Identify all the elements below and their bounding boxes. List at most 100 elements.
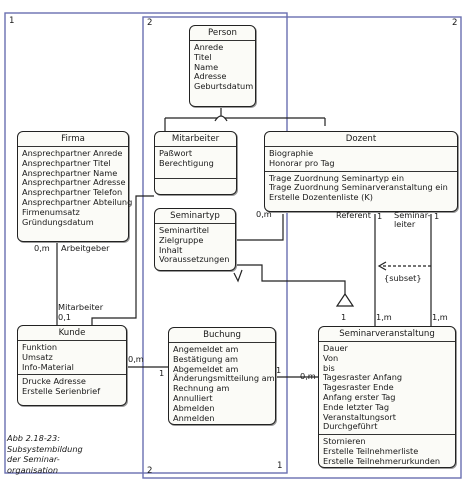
attribute: Biographie <box>269 148 314 158</box>
subsystem-marker: 1 <box>277 461 283 471</box>
firma-multiplicity: 0,m <box>34 243 50 253</box>
attribute: Seminartitel <box>159 225 210 235</box>
attribute: Ansprechpartner Adresse <box>22 177 126 188</box>
attribute: Rechnung am <box>173 383 230 394</box>
seminarleiter-multiplicity: 1 <box>434 211 440 221</box>
attribute: Ende letzter Tag <box>323 401 390 412</box>
attribute: Bestätigung am <box>173 353 239 364</box>
class-title: Person <box>190 26 255 41</box>
attribute: Ansprechpartner Titel <box>22 157 111 168</box>
attributes: Funktion Umsatz Info-Material <box>18 341 126 376</box>
seminartyp-dozent-assoc <box>234 214 284 241</box>
seminartyp-multiplicity: 0,m <box>256 209 272 219</box>
subsystem-marker: 2 <box>147 466 153 476</box>
class-dozent: Dozent Biographie Honorar pro Tag Trage … <box>264 131 458 212</box>
attribute: Name <box>194 61 219 72</box>
attribute: Änderungsmitteilung am <box>173 373 275 384</box>
subsystem-marker: 2 <box>147 18 153 28</box>
attribute: Honorar pro Tag <box>269 157 335 168</box>
operations: Stornieren Erstelle Teilnehmerliste Erst… <box>319 435 455 468</box>
attribute: Anmelden <box>173 412 215 423</box>
subsystem-2-frame <box>142 16 462 479</box>
class-title: Buchung <box>169 328 275 343</box>
subsystem-marker: 1 <box>9 16 15 26</box>
attributes: Paßwort Berechtigung <box>155 147 236 179</box>
operations: Trage Zuordnung Seminartyp ein Trage Zuo… <box>265 172 457 205</box>
operation: Trage Zuordnung Seminarveranstaltung ein <box>269 182 448 193</box>
attribute: Voraussetzungen <box>159 254 230 265</box>
class-title: Kunde <box>18 326 126 341</box>
class-title: Seminarveranstaltung <box>319 327 455 342</box>
attribute: Umsatz <box>22 351 53 362</box>
attribute: Ansprechpartner Telefon <box>22 187 123 198</box>
attribute: bis <box>323 362 335 373</box>
class-title: Seminartyp <box>155 209 235 224</box>
caption-line: der Seminar- <box>7 454 60 464</box>
attribute: Paßwort <box>159 148 193 158</box>
class-seminartyp: Seminartyp Seminartitel Zielgruppe Inhal… <box>154 208 236 271</box>
mitarbeiter-role: Mitarbeiter <box>58 302 104 312</box>
operation: Stornieren <box>323 436 366 447</box>
seminarleiter-role: Seminar- leiter <box>394 211 431 229</box>
attribute: Anfang erster Tag <box>323 391 396 402</box>
sv-buchung-multiplicity: 0,m <box>300 371 316 381</box>
operations <box>155 179 236 195</box>
attribute: Geburtsdatum <box>194 81 254 92</box>
attributes: Biographie Honorar pro Tag <box>265 147 457 172</box>
subset-constraint-label: {subset} <box>384 273 422 283</box>
attribute: Zielgruppe <box>159 234 204 245</box>
attribute: Funktion <box>22 342 58 352</box>
attributes: Dauer Von bis Tagesraster Anfang Tagesra… <box>319 342 455 436</box>
operation: Erstelle Serienbrief <box>22 386 101 397</box>
seminarleiter-role-text: Seminar- leiter <box>394 210 431 229</box>
class-mitarbeiter: Mitarbeiter Paßwort Berechtigung <box>154 131 237 195</box>
caption-line: organisation <box>7 464 59 475</box>
person-generalization-arrow <box>214 115 228 122</box>
sv-multiplicity-right: 1,m <box>432 312 448 322</box>
attribute: Tagesraster Anfang <box>323 372 403 383</box>
attribute: Titel <box>194 51 212 62</box>
attribute: Ansprechpartner Anrede <box>22 148 123 158</box>
attributes: Ansprechpartner Anrede Ansprechpartner T… <box>18 147 132 229</box>
attribute: Von <box>323 352 339 363</box>
operation: Drucke Adresse <box>22 376 86 387</box>
kunde-buchung-multiplicity: 0,m <box>128 354 144 364</box>
seminartyp-subset-arrow <box>233 269 243 283</box>
class-title: Mitarbeiter <box>155 132 236 147</box>
attribute: Angemeldet am <box>173 344 239 354</box>
attribute: Tagesraster Ende <box>323 382 394 393</box>
arbeitgeber-role: Arbeitgeber <box>61 243 110 253</box>
figure-caption: Abb 2.18-23: Subsystembildung der Semina… <box>7 433 83 475</box>
attribute: Veranstaltungsort <box>323 411 396 422</box>
referent-role: Referent <box>336 210 371 220</box>
operation: Trage Zuordnung Seminartyp ein <box>269 172 405 183</box>
attribute: Anrede <box>194 42 224 52</box>
attribute: Inhalt <box>159 244 183 255</box>
caption-line: Subsystembildung <box>7 443 83 454</box>
attribute: Abgemeldet am <box>173 363 239 374</box>
attribute: Gründungsdatum <box>22 216 94 227</box>
attribute: Annulliert <box>173 392 213 403</box>
class-kunde: Kunde Funktion Umsatz Info-Material Druc… <box>17 325 127 406</box>
class-person: Person Anrede Titel Name Adresse Geburts… <box>189 25 256 107</box>
attribute: Firmenumsatz <box>22 206 80 217</box>
referent-multiplicity: 1 <box>377 211 383 221</box>
attributes: Seminartitel Zielgruppe Inhalt Vorausset… <box>155 224 235 267</box>
attribute: Adresse <box>194 71 227 82</box>
attribute: Abmelden <box>173 402 215 413</box>
kunde-multiplicity: 0,1 <box>58 312 72 322</box>
subsystem-1-frame <box>4 12 288 474</box>
attribute: Durchgeführt <box>323 421 378 432</box>
class-seminarveranstaltung: Seminarveranstaltung Dauer Von bis Tages… <box>318 326 456 468</box>
class-title: Firma <box>18 132 128 147</box>
buchung-kunde-multiplicity: 1 <box>159 368 165 378</box>
class-title: Dozent <box>265 132 457 147</box>
operation: Erstelle Teilnehmerliste <box>323 445 419 456</box>
attribute: Info-Material <box>22 361 74 372</box>
attribute: Ansprechpartner Name <box>22 167 118 178</box>
buchung-sv-multiplicity: 1 <box>276 365 282 375</box>
seminartyp-sv-multiplicity: 1 <box>341 312 347 322</box>
attribute: Berechtigung <box>159 157 214 168</box>
attribute: Dauer <box>323 343 348 353</box>
